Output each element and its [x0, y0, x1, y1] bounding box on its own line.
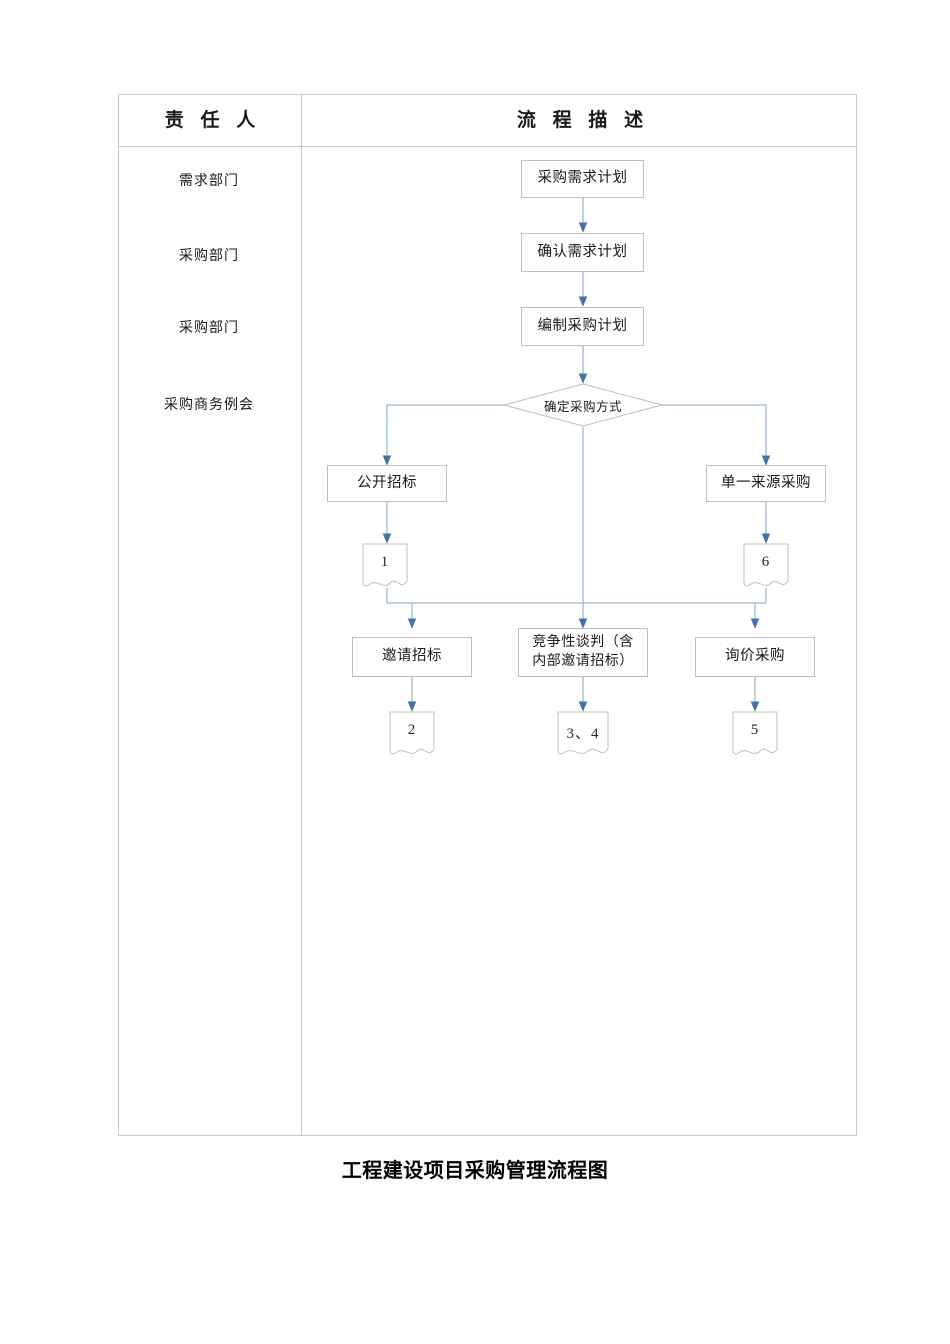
diagram-caption: 工程建设项目采购管理流程图: [341, 1160, 609, 1182]
node-single-source[interactable]: 单一来源采购: [706, 465, 826, 502]
node-document-3-4-label: 3、4: [566, 726, 600, 742]
node-inquiry-purchase[interactable]: 询价采购: [695, 637, 815, 677]
node-document-6[interactable]: 6: [743, 543, 789, 589]
document-shape: [743, 543, 789, 587]
table-header-divider: [119, 146, 856, 147]
node-compile-plan[interactable]: 编制采购计划: [521, 307, 644, 346]
node-decide-method[interactable]: 确定采购方式: [503, 383, 663, 427]
role-label-purchase-dept-2: 采购部门: [179, 321, 239, 336]
node-document-5[interactable]: 5: [732, 711, 778, 757]
node-invited-tender[interactable]: 邀请招标: [352, 637, 472, 677]
node-decide-method-label: 确定采购方式: [543, 399, 622, 414]
node-document-5-label: 5: [750, 722, 760, 738]
document-shape: [732, 711, 778, 755]
document-shape: [389, 711, 435, 755]
node-document-2[interactable]: 2: [389, 711, 435, 757]
role-label-business-meeting: 采购商务例会: [164, 398, 254, 413]
role-label-demand-dept: 需求部门: [179, 174, 239, 189]
role-label-purchase-dept-1: 采购部门: [179, 249, 239, 264]
document-shape: [362, 543, 408, 587]
node-competitive-negotiation[interactable]: 竞争性谈判（含 内部邀请招标）: [518, 628, 648, 677]
document-shape: [557, 711, 609, 755]
node-confirm-plan[interactable]: 确认需求计划: [521, 233, 644, 272]
node-document-3-4[interactable]: 3、4: [557, 711, 609, 757]
node-open-tender[interactable]: 公开招标: [327, 465, 447, 502]
flowchart-table: 责 任 人 流 程 描 述: [118, 94, 857, 1136]
diamond-shape: [503, 383, 663, 427]
node-document-1[interactable]: 1: [362, 543, 408, 589]
table-header-owner: 责 任 人: [164, 110, 262, 131]
node-document-6-label: 6: [761, 554, 771, 570]
table-column-divider: [301, 95, 302, 1135]
table-header-process: 流 程 描 述: [516, 110, 650, 131]
node-document-2-label: 2: [407, 722, 417, 738]
node-demand-plan[interactable]: 采购需求计划: [521, 160, 644, 198]
node-document-1-label: 1: [380, 554, 390, 570]
